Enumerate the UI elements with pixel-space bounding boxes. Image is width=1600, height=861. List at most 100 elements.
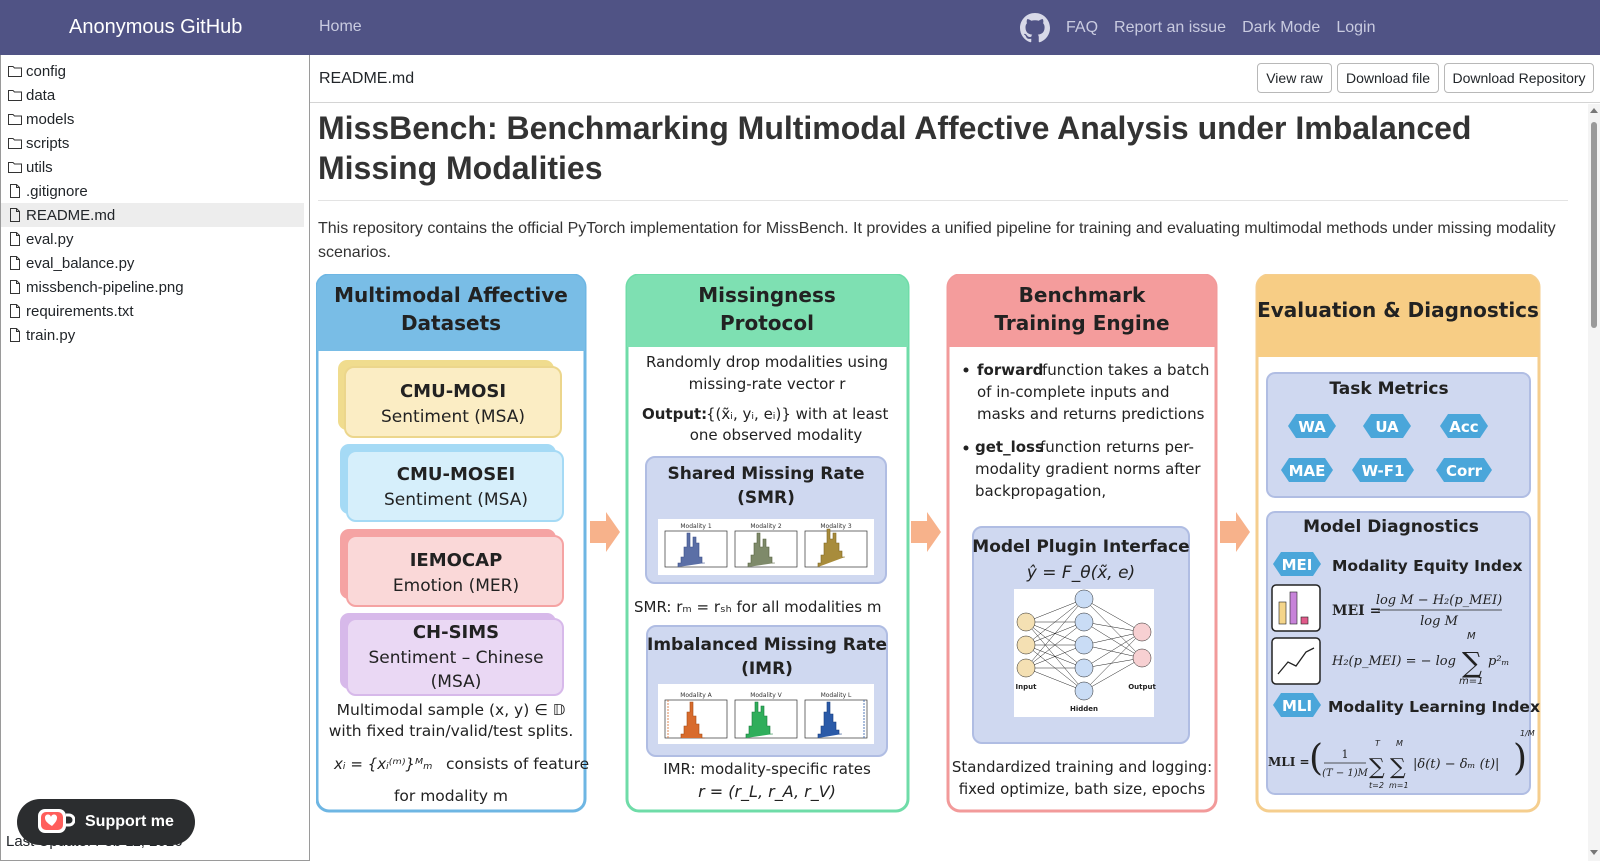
github-icon[interactable]	[1020, 13, 1050, 43]
tree-item-config[interactable]: config	[1, 59, 304, 83]
tree-item-requirements[interactable]: requirements.txt	[1, 299, 304, 323]
engine-bullet-2d: backpropagation,	[975, 482, 1106, 500]
mli-exponent: 1/M	[1520, 729, 1535, 738]
mli-sum-m: ∑	[1390, 755, 1406, 780]
mli-badge: MLI	[1273, 693, 1321, 717]
imr-title-1: Imbalanced Missing Rate	[647, 635, 887, 655]
tree-item-label: scripts	[26, 134, 70, 152]
mli-paren-left: (	[1309, 738, 1323, 779]
tree-item-utils[interactable]: utils	[1, 155, 304, 179]
support-me-button[interactable]: Support me	[17, 799, 195, 845]
smr-title-2: (SMR)	[737, 488, 795, 508]
imr-hist-label-a: Modality A	[680, 692, 712, 699]
dataset-iemocap-task: Emotion (MER)	[393, 576, 519, 596]
tree-item-eval-balance[interactable]: eval_balance.py	[1, 251, 304, 275]
imr-title-2: (IMR)	[741, 659, 793, 679]
top-navbar: Anonymous GitHub Home FAQ Report an issu…	[0, 0, 1600, 55]
smr-title-1: Shared Missing Rate	[667, 464, 864, 484]
engine-bullet-1d: masks and returns predictions	[977, 405, 1205, 423]
model-diagnostics-title: Model Diagnostics	[1303, 517, 1479, 537]
engine-bullet-1a: forward	[977, 361, 1043, 379]
readme-title: MissBench: Benchmarking Multimodal Affec…	[318, 108, 1568, 201]
dataset-chsims-task-2: (MSA)	[431, 672, 482, 692]
arrow-icon	[1220, 512, 1250, 552]
datasets-note-4: for modality m	[394, 787, 508, 805]
metric-badge-acc: Acc	[1440, 414, 1488, 438]
smr-hist-label-1: Modality 1	[680, 523, 711, 530]
file-icon	[10, 304, 20, 318]
engine-bullet-1b: function takes a batch	[1042, 361, 1209, 379]
engine-bullet-2c: modality gradient norms after	[975, 460, 1201, 478]
tree-item-models[interactable]: models	[1, 107, 304, 131]
nn-input-label: Input	[1016, 683, 1038, 691]
task-metrics-title: Task Metrics	[1329, 379, 1448, 399]
file-icon	[10, 328, 20, 342]
nav-right: FAQ Report an issue Dark Mode Login	[1020, 12, 1391, 44]
engine-bullet-1c: of in-complete inputs and	[977, 383, 1170, 401]
download-repository-button[interactable]: Download Repository	[1444, 63, 1594, 93]
mli-sum-t-lower: t=2	[1369, 781, 1384, 790]
nav-home-link[interactable]: Home	[319, 18, 362, 35]
datasets-panel: Multimodal Affective Datasets CMU-MOSI S…	[316, 274, 589, 813]
smr-histogram-2: Modality 2	[734, 523, 798, 568]
tree-item-data[interactable]: data	[1, 83, 304, 107]
support-me-label: Support me	[85, 813, 174, 830]
scrollbar-thumb[interactable]	[1591, 122, 1597, 328]
plugin-title: Model Plugin Interface	[972, 537, 1189, 557]
folder-icon	[8, 162, 22, 173]
mei-badge: MEI	[1273, 552, 1321, 576]
sample-formula: xᵢ = {xᵢ⁽ᵐ⁾}ᴹₘ	[333, 755, 433, 773]
nav-login-link[interactable]: Login	[1336, 19, 1376, 36]
nav-faq-link[interactable]: FAQ	[1066, 19, 1099, 36]
scroll-up-arrow-icon[interactable]	[1590, 108, 1598, 113]
datasets-note-3: consists of feature	[446, 755, 589, 773]
tree-item-scripts[interactable]: scripts	[1, 131, 304, 155]
file-header-bar: README.md View raw Download file Downloa…	[310, 55, 1600, 103]
tree-item-label: eval_balance.py	[26, 254, 135, 272]
tree-item-gitignore[interactable]: .gitignore	[1, 179, 304, 203]
content-scrollbar[interactable]	[1588, 104, 1600, 861]
svg-text:WA: WA	[1298, 418, 1326, 436]
tree-item-eval[interactable]: eval.py	[1, 227, 304, 251]
mli-frac-den: (T − 1)M	[1322, 768, 1369, 779]
tree-item-pipeline-png[interactable]: missbench-pipeline.png	[1, 275, 304, 299]
tree-item-train[interactable]: train.py	[1, 323, 304, 347]
tree-item-label: requirements.txt	[26, 302, 134, 320]
metric-badge-wa: WA	[1288, 414, 1336, 438]
engine-footer-2: fixed optimize, bath size, epochs	[959, 780, 1206, 798]
mei-denominator: log M	[1420, 614, 1458, 629]
bar-chart-icon	[1271, 584, 1321, 632]
nav-report-link[interactable]: Report an issue	[1114, 19, 1227, 36]
engine-footer-1: Standardized training and logging:	[952, 758, 1212, 776]
arrow-icon	[911, 512, 941, 552]
scroll-down-arrow-icon[interactable]	[1590, 850, 1598, 855]
view-raw-button[interactable]: View raw	[1257, 63, 1332, 93]
brand-link[interactable]: Anonymous GitHub	[69, 16, 243, 38]
mei-name: Modality Equity Index	[1332, 557, 1523, 575]
imr-histogram-a: Modality A	[664, 692, 728, 739]
mli-sum-t-upper: T	[1375, 739, 1381, 748]
tree-item-label: models	[26, 110, 75, 128]
file-tree-sidebar: config data models scripts utils .gitign…	[0, 55, 310, 861]
svg-text:Acc: Acc	[1449, 418, 1478, 436]
imr-histogram-v: Modality V	[734, 692, 798, 739]
line-chart-icon	[1271, 637, 1321, 685]
tree-item-label: missbench-pipeline.png	[26, 278, 184, 296]
file-icon	[10, 280, 20, 294]
dataset-iemocap-name: IEMOCAP	[410, 550, 503, 571]
readme-content: MissBench: Benchmarking Multimodal Affec…	[310, 104, 1588, 861]
file-icon	[10, 208, 20, 222]
smr-note: SMR: rₘ = rₛₕ for all modalities m	[634, 598, 881, 616]
nav-dark-mode-link[interactable]: Dark Mode	[1242, 19, 1321, 36]
svg-text:MLI: MLI	[1282, 697, 1312, 715]
protocol-text-2: missing-rate vector r	[689, 375, 847, 393]
tree-item-readme[interactable]: README.md	[1, 203, 304, 227]
smr-histogram-3: Modality 3	[804, 523, 868, 568]
engine-bullet-2a: get_loss	[975, 438, 1044, 456]
download-file-button[interactable]: Download file	[1337, 63, 1439, 93]
imr-formula: r = (r_L, r_A, r_V)	[698, 782, 836, 802]
arrow-icon	[590, 512, 620, 552]
nn-hidden-label: Hidden	[1070, 705, 1098, 713]
mli-sum-m-lower: m=1	[1389, 781, 1409, 790]
nn-output-label: Output	[1128, 683, 1156, 691]
